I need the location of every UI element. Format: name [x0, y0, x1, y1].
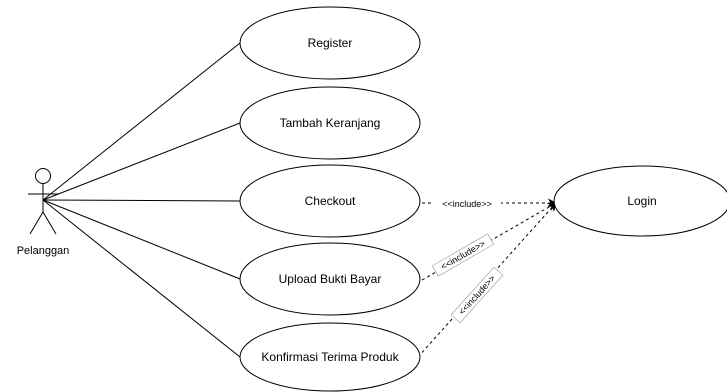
include-label-text: <<include>>: [457, 273, 498, 317]
use-case-login[interactable]: Login: [553, 165, 727, 237]
association-tambah-keranjang: [42, 122, 241, 201]
use-case-konfirmasi-terima-produk[interactable]: Konfirmasi Terima Produk: [239, 322, 421, 392]
use-case-tambah-keranjang[interactable]: Tambah Keranjang: [239, 86, 421, 160]
use-case-label: Tambah Keranjang: [280, 116, 381, 130]
include-labels: <<include>> <<include>> <<include>>: [431, 198, 504, 324]
actor-head-icon: [35, 168, 51, 184]
association-lines: [42, 42, 241, 358]
actor-left-leg-icon: [29, 211, 44, 235]
use-case-checkout[interactable]: Checkout: [239, 164, 421, 238]
use-case-label: Register: [308, 36, 353, 50]
use-case-label: Login: [627, 194, 656, 208]
association-upload-bukti-bayar: [42, 199, 241, 280]
association-konfirmasi: [42, 199, 241, 358]
include-label-konfirmasi: <<include>>: [450, 266, 504, 324]
include-label-checkout: <<include>>: [433, 198, 501, 210]
include-label-text: <<include>>: [439, 238, 487, 271]
include-label-text: <<include>>: [442, 199, 492, 209]
use-case-upload-bukti-bayar[interactable]: Upload Bukti Bayar: [239, 242, 421, 316]
actor-pelanggan[interactable]: [28, 168, 58, 235]
association-checkout: [42, 199, 241, 202]
use-case-label: Checkout: [305, 194, 356, 208]
actor-label: Pelanggan: [17, 245, 70, 257]
include-label-upload: <<include>>: [431, 233, 495, 277]
use-case-label: Konfirmasi Terima Produk: [261, 350, 399, 364]
association-register: [42, 42, 241, 201]
use-case-label: Upload Bukti Bayar: [279, 272, 382, 286]
actor-right-leg-icon: [42, 211, 57, 235]
use-case-register[interactable]: Register: [239, 6, 421, 80]
